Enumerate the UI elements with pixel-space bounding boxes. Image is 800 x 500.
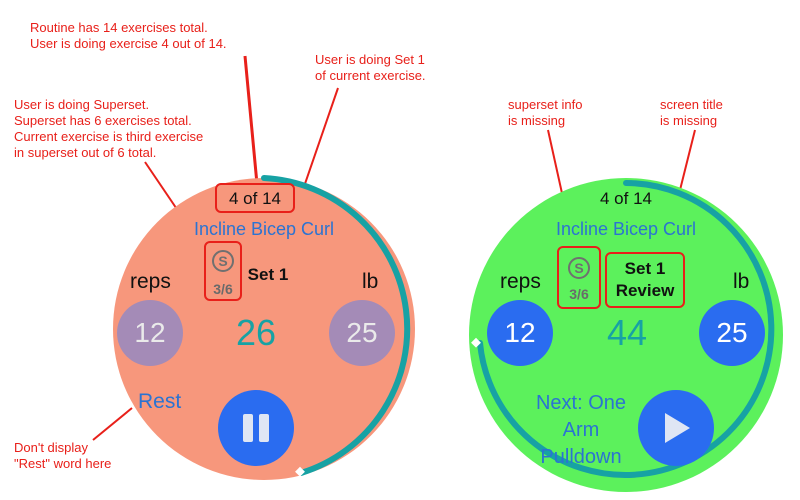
left-exercise-name: Incline Bicep Curl bbox=[193, 219, 335, 239]
right-exercise-name: Incline Bicep Curl bbox=[555, 219, 697, 239]
annotation-superset: User is doing Superset. Superset has 6 e… bbox=[14, 97, 204, 160]
right-set-label: Set 1 Review bbox=[615, 259, 675, 300]
pause-icon bbox=[243, 414, 269, 442]
right-superset-highlight bbox=[557, 246, 601, 309]
right-reps-label: reps bbox=[500, 270, 541, 293]
left-superset-icon: S bbox=[212, 250, 234, 272]
right-exercise-counter: 4 of 14 bbox=[600, 189, 652, 208]
left-reps-value[interactable]: 12 bbox=[117, 300, 183, 366]
right-reps-value[interactable]: 12 bbox=[487, 300, 553, 366]
left-weight-label: lb bbox=[362, 270, 379, 293]
left-superset-count: 3/6 bbox=[213, 281, 233, 297]
left-weight-value[interactable]: 25 bbox=[329, 300, 395, 366]
right-next-label: Next: One Arm Pulldown bbox=[535, 392, 627, 468]
routine-pointer-line bbox=[243, 55, 259, 185]
right-superset-icon: S bbox=[568, 257, 590, 279]
right-weight-label: lb bbox=[733, 270, 750, 293]
right-superset-count: 3/6 bbox=[569, 286, 589, 302]
left-rest-label: Rest bbox=[138, 390, 182, 413]
annotation-routine: Routine has 14 exercises total. User is … bbox=[30, 20, 227, 51]
left-pause-button[interactable] bbox=[218, 390, 294, 466]
left-set-label: Set 1 bbox=[247, 265, 289, 284]
left-timer: 26 bbox=[235, 312, 277, 353]
annotation-superset-missing: superset info is missing bbox=[508, 97, 583, 128]
annotation-set: User is doing Set 1 of current exercise. bbox=[315, 52, 426, 83]
annotation-rest-word: Don't display "Rest" word here bbox=[14, 440, 112, 471]
right-weight-value[interactable]: 25 bbox=[699, 300, 765, 366]
left-superset-highlight bbox=[204, 241, 242, 301]
right-timer: 44 bbox=[606, 312, 648, 353]
left-reps-label: reps bbox=[130, 270, 171, 293]
left-counter-highlight bbox=[215, 183, 295, 213]
right-title-highlight bbox=[605, 252, 685, 308]
left-exercise-counter: 4 of 14 bbox=[229, 189, 281, 208]
right-play-button[interactable] bbox=[638, 390, 714, 466]
rest-pointer-line bbox=[92, 407, 133, 441]
play-icon bbox=[665, 413, 690, 443]
annotation-title-missing: screen title is missing bbox=[660, 97, 723, 128]
